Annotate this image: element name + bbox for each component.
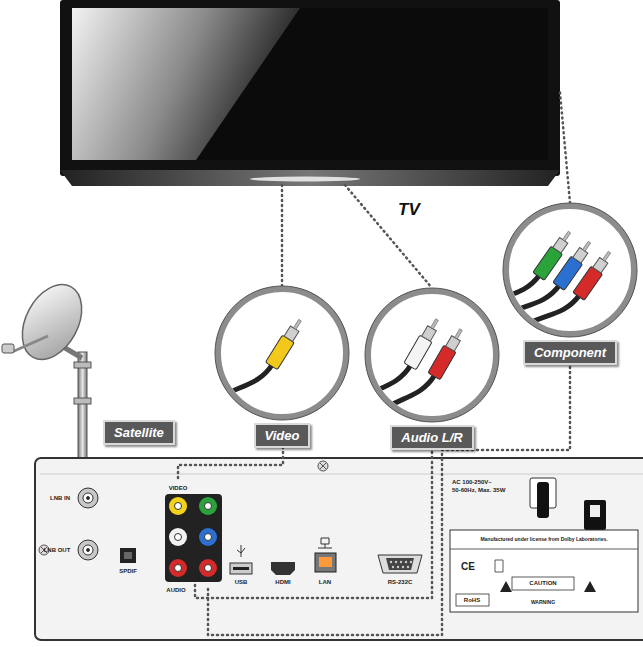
usb-port — [230, 563, 252, 574]
panel-label: CAUTION — [529, 580, 556, 587]
lan-port — [315, 553, 336, 572]
cable-circle — [502, 202, 638, 338]
panel-label: 50-60Hz, Max. 35W — [452, 487, 505, 494]
panel-label: LNB IN — [50, 495, 70, 502]
panel-label: SPDIF — [119, 568, 137, 575]
component-cable-badge: Component — [502, 202, 638, 367]
cable-circle — [214, 285, 350, 421]
panel-label: WARNING — [531, 600, 555, 606]
cable-tag: Satellite — [103, 420, 175, 445]
panel-label: Manufactured under license from Dolby La… — [480, 537, 607, 543]
satellite-tag: Satellite — [103, 420, 175, 445]
panel-label: USB — [235, 579, 248, 586]
hdmi-port — [271, 562, 295, 575]
dotted-cable — [281, 185, 284, 286]
panel-label: AC 100-250V~ — [452, 479, 492, 486]
cable-tag: Component — [523, 340, 617, 365]
rca-jacks — [165, 494, 222, 582]
panel-label: RoHS — [464, 597, 480, 604]
tv-set — [60, 0, 560, 186]
panel-label: LNB OUT — [44, 547, 71, 554]
rs232-port — [378, 555, 422, 573]
panel-label: HDMI — [275, 579, 290, 586]
dotted-cable — [560, 93, 570, 204]
panel-label: RS-232C — [388, 579, 413, 586]
cable-circle — [364, 287, 500, 423]
screw — [39, 461, 635, 555]
panel-label: VIDEO — [169, 485, 188, 492]
receiver-rear-panel — [35, 458, 643, 640]
panel-label: CE — [461, 561, 475, 572]
rating-sticker — [450, 530, 638, 612]
panel-label: AUDIO — [166, 587, 185, 594]
video-cable-badge: Video — [214, 285, 350, 450]
spdif-port — [120, 548, 136, 563]
dotted-cable — [345, 185, 432, 288]
device-title: TV — [398, 200, 420, 220]
power-switch — [584, 500, 606, 530]
f-connector — [78, 488, 98, 560]
cable-tag: Audio L/R — [390, 425, 473, 450]
cable-tag: Video — [254, 423, 311, 448]
panel-label: LAN — [319, 579, 331, 586]
audio-cable-badge: Audio L/R — [364, 287, 500, 452]
tv-box: TV — [60, 0, 560, 185]
